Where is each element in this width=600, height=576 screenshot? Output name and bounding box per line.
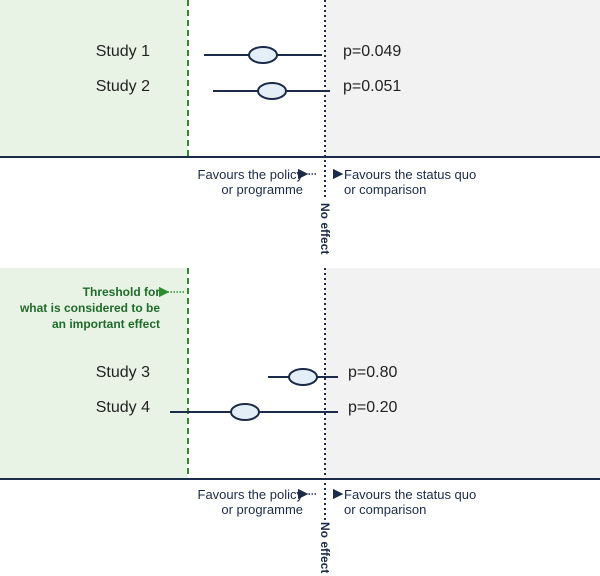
threshold-label-line3: an important effect (52, 317, 160, 331)
study-label: Study 4 (96, 399, 150, 416)
neutral-zone (188, 0, 325, 157)
favours-right-line1: Favours the status quo (344, 167, 476, 182)
p-value: p=0.051 (343, 78, 401, 95)
favours-right-line1: Favours the status quo (344, 487, 476, 502)
panel-1: Study 1 p=0.049 Study 2 p=0.051 Favours … (0, 0, 600, 255)
effect-estimate (257, 82, 287, 100)
study-label: Study 2 (96, 78, 150, 95)
study-label: Study 1 (96, 43, 150, 60)
effect-estimate (230, 403, 260, 421)
threshold-label-line2: what is considered to be (19, 301, 160, 315)
threshold-label-line1: Threshold for (83, 285, 161, 299)
effect-estimate (248, 46, 278, 64)
unfavourable-zone (325, 268, 600, 479)
favours-left-line1: Favours the policy (198, 487, 304, 502)
important-effect-zone (0, 0, 188, 157)
favours-left-line2: or programme (221, 502, 303, 517)
p-value: p=0.049 (343, 43, 401, 60)
study-label: Study 3 (96, 364, 150, 381)
important-effect-zone (0, 268, 188, 479)
favours-left-line1: Favours the policy (198, 167, 304, 182)
favours-right-line2: or comparison (344, 182, 426, 197)
p-value: p=0.20 (348, 399, 397, 416)
effect-estimate (288, 368, 318, 386)
unfavourable-zone (325, 0, 600, 157)
favours-right-line2: or comparison (344, 502, 426, 517)
p-value: p=0.80 (348, 364, 397, 381)
no-effect-label: No effect (318, 522, 332, 573)
no-effect-label: No effect (318, 203, 332, 254)
favours-left-line2: or programme (221, 182, 303, 197)
panel-2: Threshold for what is considered to be a… (0, 268, 600, 576)
